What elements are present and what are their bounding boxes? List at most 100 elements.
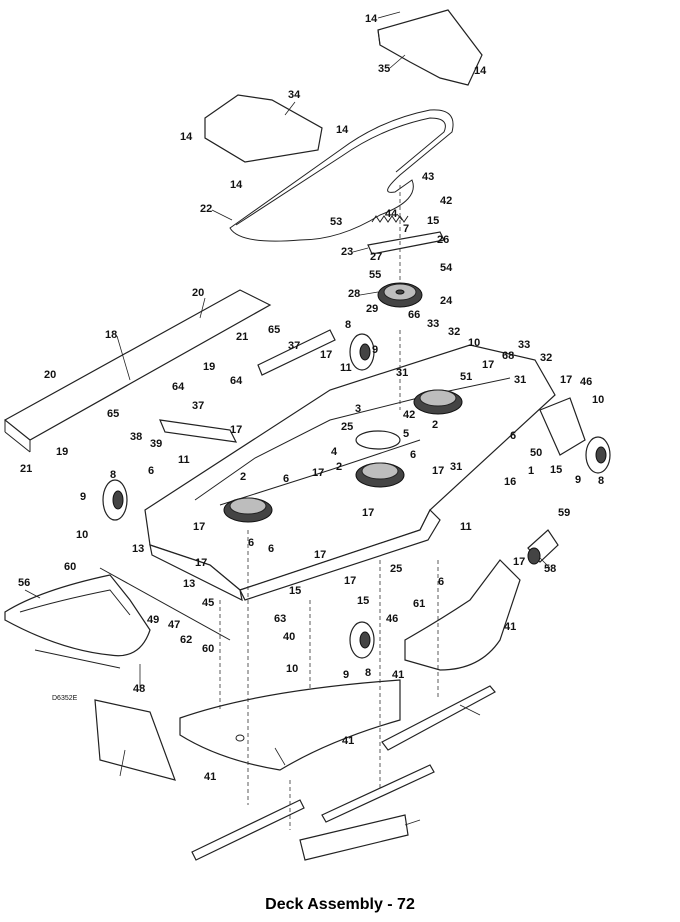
part-label-31b: 31 — [514, 374, 526, 386]
part-label-53: 53 — [330, 216, 342, 228]
part-label-47b: 41 — [392, 669, 404, 681]
drive-belt — [229, 109, 454, 242]
part-label-20: 20 — [192, 287, 204, 299]
part-label-14b: 14 — [180, 131, 193, 143]
part-label-21b: 21 — [20, 463, 32, 475]
part-label-54: 54 — [440, 262, 453, 274]
part-label-34: 34 — [288, 89, 301, 101]
part-label-66: 66 — [408, 309, 420, 321]
part-label-2c: 2 — [240, 471, 246, 483]
part-label-31: 31 — [396, 367, 408, 379]
part-label-3: 3 — [355, 403, 361, 415]
part-label-39: 39 — [150, 438, 162, 450]
part-label-10: 10 — [468, 337, 480, 349]
part-label-64b: 64 — [172, 381, 185, 393]
part-label-16: 45 — [202, 597, 214, 609]
part-label-2: 2 — [336, 461, 342, 473]
part-label-8b: 8 — [598, 475, 604, 487]
belt-cover-right — [377, 9, 483, 86]
part-label-9: 9 — [372, 344, 378, 356]
part-label-17j: 17 — [195, 557, 207, 569]
part-label-9d: 9 — [343, 669, 349, 681]
part-label-36: 16 — [504, 476, 516, 488]
part-label-11b: 11 — [178, 454, 190, 466]
mulch-baffle-left — [94, 699, 176, 781]
part-label-5: 5 — [403, 428, 409, 440]
part-label-68: 68 — [502, 350, 514, 362]
spindle-pulley-right — [413, 389, 463, 415]
part-label-1: 1 — [528, 465, 534, 477]
part-label-45: 63 — [274, 613, 286, 625]
part-callouts: 14 35 34 22 44 43 42 53 15 7 26 23 27 55… — [18, 13, 604, 783]
part-label-56: 48 — [133, 683, 145, 695]
part-label-17d: 17 — [230, 424, 242, 436]
part-label-20b: 20 — [44, 369, 56, 381]
part-label-17k: 17 — [314, 549, 326, 561]
deck-roller — [527, 529, 559, 565]
blade-center — [321, 764, 435, 823]
anti-scalp-wheel-bottom — [349, 621, 375, 659]
part-label-19b: 19 — [56, 446, 68, 458]
part-label-38: 38 — [130, 431, 142, 443]
part-label-67: 46 — [580, 376, 592, 388]
part-label-25: 25 — [341, 421, 353, 433]
part-label-14d: 14 — [230, 179, 243, 191]
part-label-43: 43 — [422, 171, 434, 183]
part-label-14: 14 — [365, 13, 378, 25]
part-label-30b: 60 — [202, 643, 214, 655]
part-label-37: 37 — [288, 340, 300, 352]
part-label-11: 11 — [340, 362, 352, 374]
part-label-42: 42 — [440, 195, 452, 207]
anti-scalp-wheel-front — [349, 333, 375, 371]
part-label-17b: 17 — [482, 359, 494, 371]
assembly-guide-lines — [219, 185, 439, 830]
part-label-35: 35 — [378, 63, 390, 75]
part-label-6: 6 — [148, 465, 154, 477]
part-label-28: 28 — [348, 288, 360, 300]
part-label-13: 61 — [413, 598, 425, 610]
diagram-title: Deck Assembly - 72 — [265, 896, 415, 913]
part-label-14c: 14 — [336, 124, 349, 136]
part-label-47: 13 — [132, 543, 144, 555]
part-label-10c: 10 — [76, 529, 88, 541]
part-label-17f: 17 — [312, 467, 324, 479]
chute-hinge-rod — [99, 567, 231, 641]
part-label-17i: 17 — [513, 556, 525, 568]
part-label-60: 62 — [180, 634, 192, 646]
part-label-26: 26 — [437, 234, 449, 246]
idler-spring — [371, 215, 409, 223]
part-label-6b: 6 — [410, 449, 416, 461]
part-label-58: 47 — [168, 619, 180, 631]
part-label-51: 51 — [460, 371, 472, 383]
part-label-33: 33 — [427, 318, 439, 330]
part-label-14e: 14 — [474, 65, 487, 77]
part-label-17g: 17 — [362, 507, 374, 519]
part-label-31c: 31 — [450, 461, 462, 473]
part-label-44: 44 — [385, 208, 398, 220]
part-label-4: 4 — [331, 446, 338, 458]
part-label-42b: 42 — [403, 409, 415, 421]
part-label-37b: 37 — [192, 400, 204, 412]
part-label-47d: 41 — [342, 735, 354, 747]
part-label-23: 23 — [341, 246, 353, 258]
idler-pulley — [377, 282, 423, 308]
mulch-plate — [299, 814, 409, 861]
part-label-50: 50 — [530, 447, 542, 459]
anti-scalp-wheel-right — [585, 436, 611, 474]
part-label-33b: 33 — [518, 339, 530, 351]
part-label-15b: 15 — [550, 464, 562, 476]
part-label-7: 7 — [403, 223, 409, 235]
part-label-32b: 32 — [540, 352, 552, 364]
part-label-18: 18 — [105, 329, 117, 341]
part-label-52: 59 — [558, 507, 570, 519]
discharge-chute — [4, 574, 151, 669]
part-label-10d: 10 — [286, 663, 298, 675]
part-label-47c: 41 — [504, 621, 516, 633]
rear-hanger-bracket — [159, 419, 238, 443]
part-label-30: 60 — [64, 561, 76, 573]
part-label-47e: 41 — [204, 771, 216, 783]
anti-scalp-wheel-left — [102, 479, 128, 521]
mulch-baffle-center — [179, 679, 401, 771]
part-label-11c: 11 — [460, 521, 472, 533]
part-label-17l: 17 — [344, 575, 356, 587]
